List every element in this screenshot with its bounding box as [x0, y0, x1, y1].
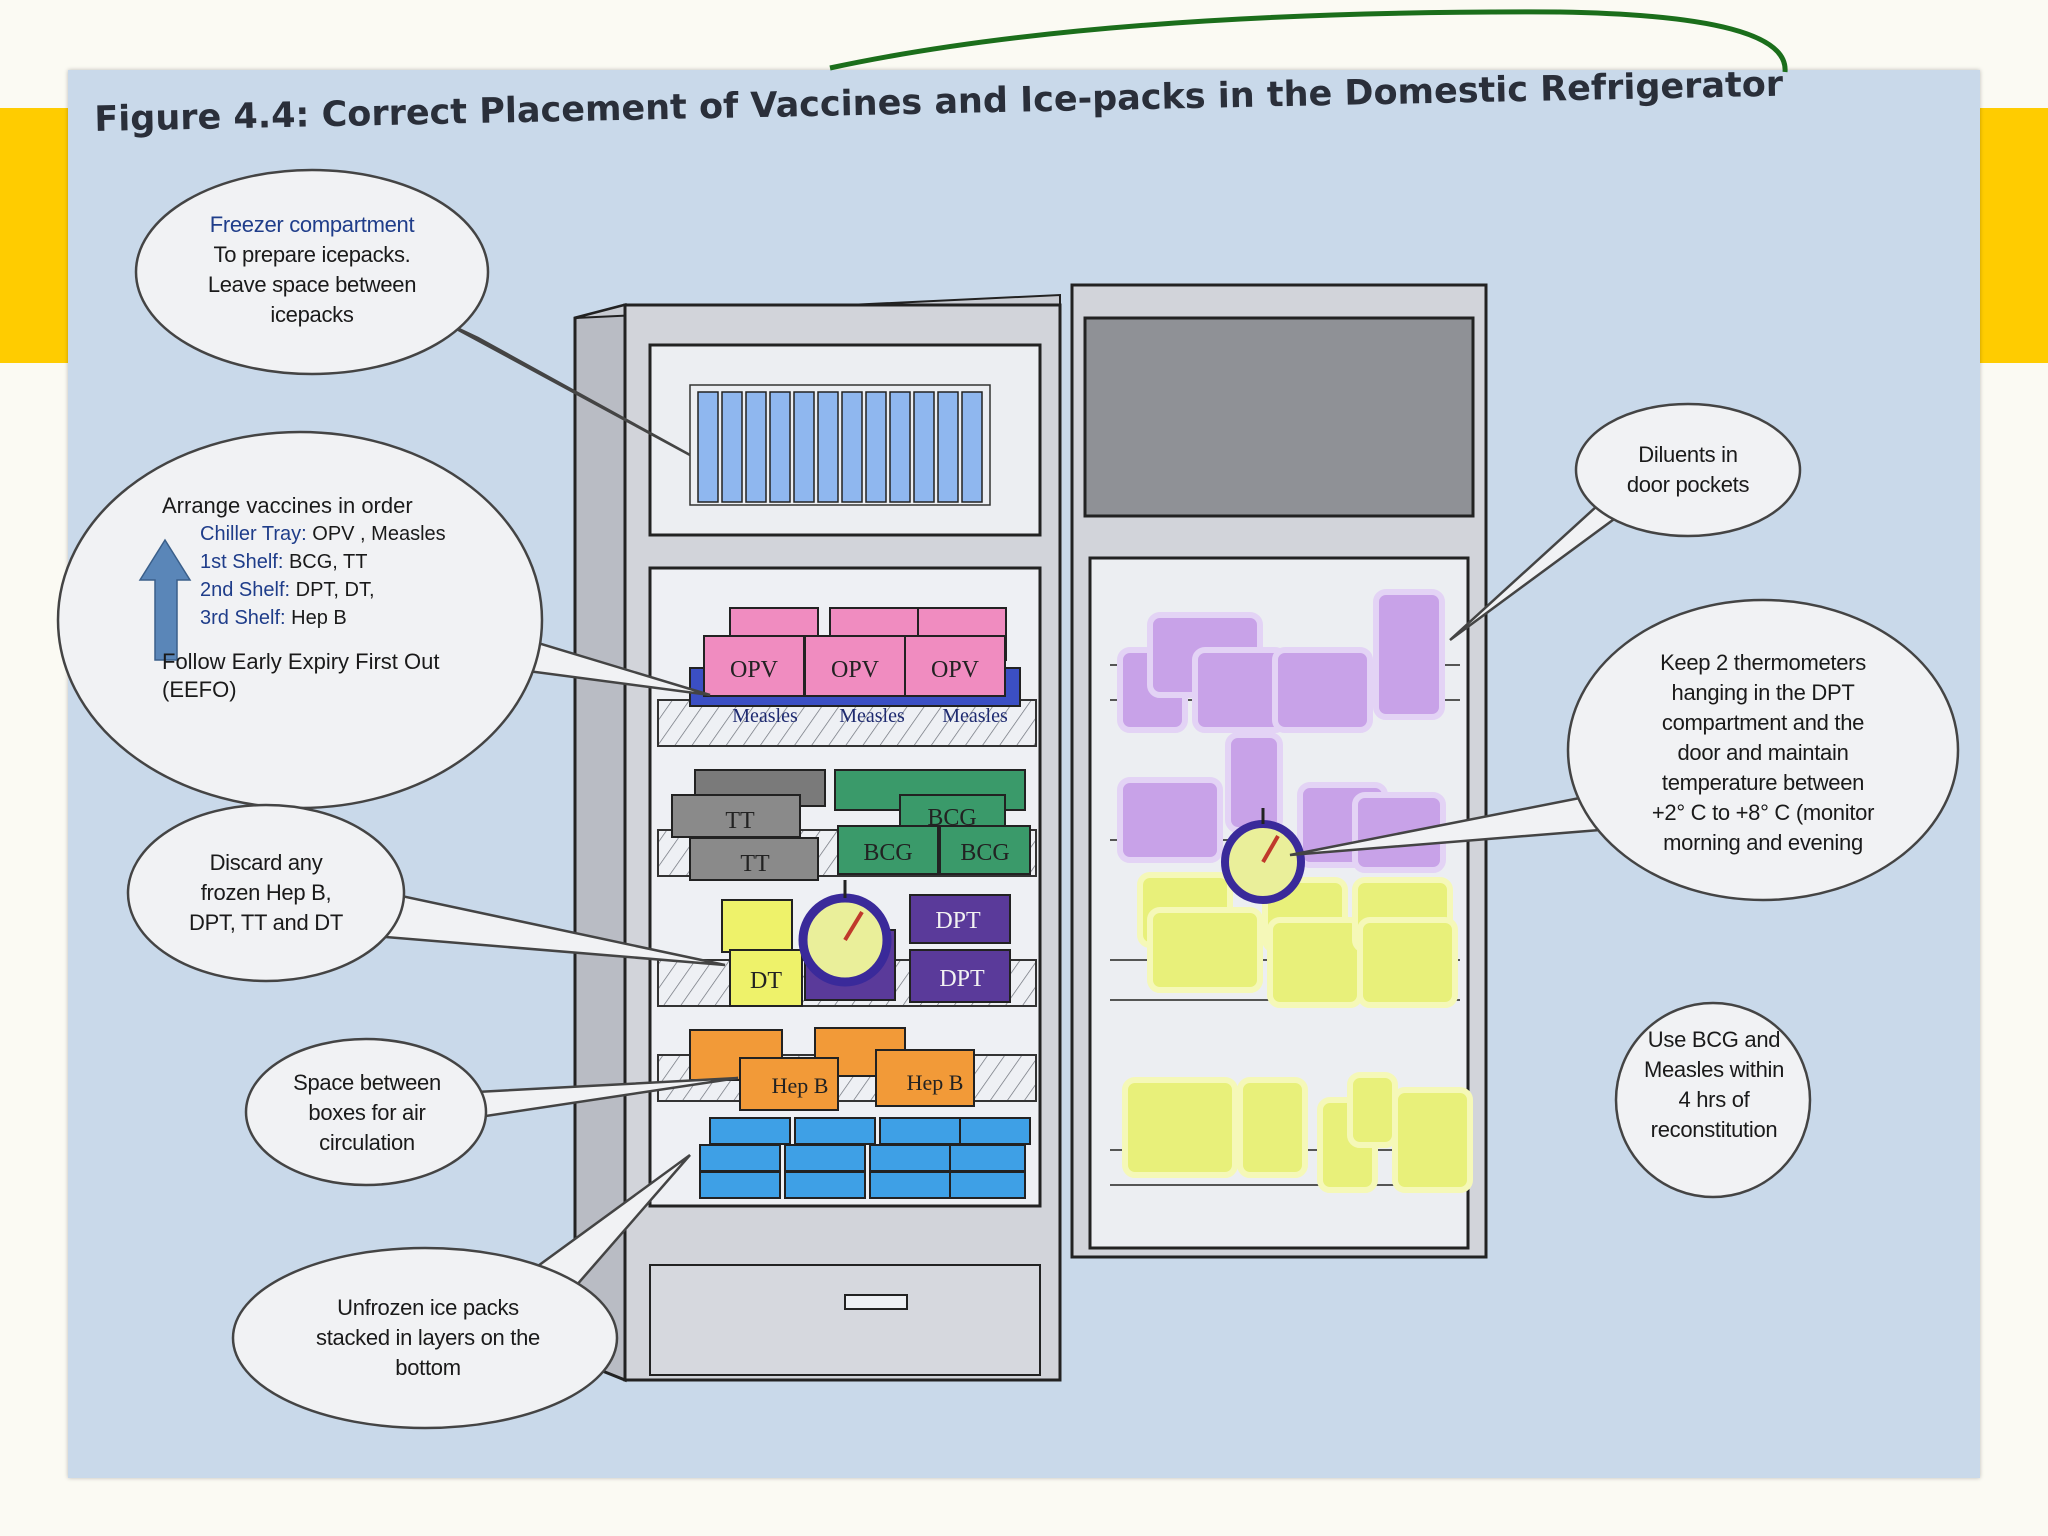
order-footer-line: Follow Early Expiry First Out — [162, 649, 440, 674]
box-label-tt: TT — [725, 808, 755, 834]
freezer-callout-text: Freezer compartment To prepare icepacks.… — [174, 210, 450, 330]
crisper-drawer — [649, 1264, 1041, 1376]
third-shelf-vaccines: Hep B Hep B — [689, 1027, 975, 1111]
thermometers-callout-line: temperature between — [1661, 770, 1865, 795]
order-row-label: 3rd Shelf: — [200, 607, 286, 629]
order-row-value: DPT, DT, — [290, 579, 375, 601]
diluents-callout-line: Diluents in — [1638, 442, 1738, 467]
box-label-hepb: Hep B — [772, 1073, 829, 1098]
box-label-measles: Measles — [839, 705, 905, 727]
diluents-callout-line: door pockets — [1626, 472, 1750, 497]
order-arrow-icon — [138, 538, 192, 661]
discard-callout-text: Discard any frozen Hep B, DPT, TT and DT — [150, 848, 382, 938]
order-footer-line: (EEFO) — [162, 677, 237, 702]
freezer-callout-line: Freezer compartment — [209, 212, 415, 237]
discard-callout-bubble — [126, 803, 406, 983]
space-callout-bubble — [244, 1037, 488, 1187]
diluents-callout-bubble — [1574, 402, 1802, 538]
freezer-callout-line: icepacks — [270, 302, 354, 327]
space-callout-line: circulation — [319, 1130, 415, 1155]
reconstitution-callout-line: 4 hrs of — [1678, 1087, 1750, 1112]
freezer-callout-line: Leave space between — [207, 272, 417, 297]
freezer-callout-line: To prepare icepacks. — [213, 242, 411, 267]
order-row-third-shelf: 3rd Shelf: Hep B — [162, 604, 522, 632]
thermometers-callout-text: Keep 2 thermometers hanging in the DPT c… — [1600, 648, 1926, 858]
freezer-icepacks — [689, 384, 991, 506]
thermometers-callout-line: hanging in the DPT — [1671, 680, 1855, 705]
thermometers-callout-line: morning and evening — [1663, 830, 1863, 855]
unfrozen-callout-line: stacked in layers on the — [316, 1325, 540, 1350]
diluent-pockets-yellow — [1122, 872, 1473, 1193]
order-callout-text: Arrange vaccines in order Chiller Tray: … — [162, 492, 522, 704]
reconstitution-callout-line: reconstitution — [1650, 1117, 1778, 1142]
bottom-icepacks — [699, 1117, 1031, 1199]
order-row-first-shelf: 1st Shelf: BCG, TT — [162, 548, 522, 576]
thermometer-dial-door — [1221, 808, 1305, 904]
drawer-handle — [844, 1294, 908, 1310]
reconstitution-callout-text: Use BCG and Measles within 4 hrs of reco… — [1626, 1025, 1802, 1145]
box-label-measles: Measles — [732, 705, 798, 727]
box-label-bcg: BCG — [863, 840, 912, 866]
thermometer-dial-shelf — [798, 880, 892, 987]
reconstitution-callout-line: Use BCG and — [1647, 1027, 1781, 1052]
discard-callout-line: frozen Hep B, — [200, 880, 332, 905]
diluents-callout-text: Diluents in door pockets — [1598, 440, 1778, 500]
second-shelf-vaccines: DT DPT DPT — [721, 880, 1011, 1007]
order-row-label: 1st Shelf: — [200, 551, 284, 573]
box-label-opv: OPV — [931, 657, 980, 683]
unfrozen-callout-text: Unfrozen ice packs stacked in layers on … — [268, 1293, 588, 1383]
box-label-dpt: DPT — [939, 966, 985, 992]
order-row-value: BCG, TT — [283, 551, 368, 573]
order-row-chiller: Chiller Tray: OPV , Measles — [162, 520, 522, 548]
box-label-opv: OPV — [831, 657, 880, 683]
discard-callout-line: Discard any — [209, 850, 323, 875]
door-freezer-panel — [1083, 316, 1475, 518]
order-row-label: 2nd Shelf: — [200, 579, 291, 601]
box-label-bcg: BCG — [927, 805, 976, 831]
thermometers-callout-line: Keep 2 thermometers — [1660, 650, 1866, 675]
box-label-opv: OPV — [730, 657, 779, 683]
space-callout-line: boxes for air — [308, 1100, 426, 1125]
order-row-label: Chiller Tray: — [200, 523, 307, 545]
discard-callout-line: DPT, TT and DT — [189, 910, 343, 935]
thermometers-callout-bubble — [1566, 598, 1960, 902]
order-row-value: OPV , Measles — [306, 523, 446, 545]
reconstitution-callout-bubble — [1614, 1001, 1812, 1199]
callout-bubbles — [56, 168, 1960, 1430]
title-arc — [829, 9, 1788, 73]
box-label-dpt: DPT — [935, 908, 981, 934]
freezer-callout-bubble — [134, 168, 490, 376]
thermometers-callout-line: door and maintain — [1677, 740, 1849, 765]
box-label-tt: TT — [740, 851, 770, 877]
unfrozen-callout-line: Unfrozen ice packs — [337, 1295, 519, 1320]
thermometers-callout-line: +2° C to +8° C (monitor — [1651, 800, 1875, 825]
unfrozen-callout-line: bottom — [395, 1355, 461, 1380]
order-heading: Arrange vaccines in order — [162, 493, 413, 518]
slide-accent-band-right — [1975, 108, 2048, 363]
diluent-pockets-purple — [1117, 589, 1446, 873]
space-callout-line: Space between — [293, 1070, 441, 1095]
order-row-value: Hep B — [285, 607, 347, 629]
box-label-measles: Measles — [942, 705, 1008, 727]
first-shelf-vaccines: TT TT BCG BCG BCG — [671, 769, 1031, 881]
box-label-dt: DT — [750, 968, 782, 994]
chiller-tray-vaccines: OPV OPV OPV Measles Measles Measles — [689, 607, 1021, 727]
unfrozen-callout-bubble — [231, 1246, 619, 1430]
slide-accent-band-left — [0, 108, 70, 363]
box-label-hepb: Hep B — [907, 1070, 964, 1095]
space-callout-text: Space between boxes for air circulation — [262, 1068, 472, 1158]
reconstitution-callout-line: Measles within — [1643, 1057, 1785, 1082]
thermometers-callout-line: compartment and the — [1661, 710, 1865, 735]
box-label-bcg: BCG — [960, 840, 1009, 866]
order-row-second-shelf: 2nd Shelf: DPT, DT, — [162, 576, 522, 604]
